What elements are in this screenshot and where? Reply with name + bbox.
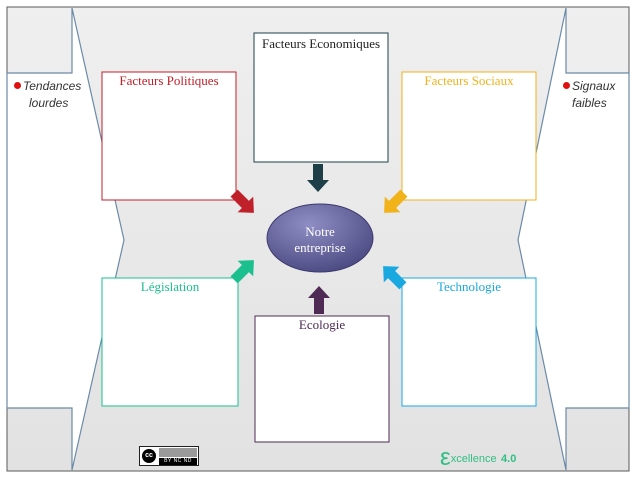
arrow-economiques (307, 164, 329, 192)
cc-license-badge: cc BY NC ND (139, 446, 199, 466)
center-ellipse (266, 203, 374, 273)
center-label-line2: entreprise (294, 240, 346, 255)
cc-logo-icon: cc (142, 449, 156, 463)
brand-word: xcellence (450, 453, 497, 465)
label-facteurs-economiques: Facteurs Economiques (261, 36, 381, 51)
bullet-icon (14, 82, 21, 89)
arrow-technologie (383, 266, 407, 290)
box-technologie (401, 277, 537, 407)
brand-version: 4.0 (501, 453, 517, 465)
right-panel-line2: faibles (572, 96, 607, 110)
label-ecologie: Ecologie (298, 317, 346, 332)
left-panel-line2: lourdes (29, 96, 69, 110)
center-label-line1: Notre (305, 224, 335, 239)
arrow-sociaux (384, 189, 408, 213)
label-facteurs-sociaux: Facteurs Sociaux (424, 73, 514, 88)
label-technologie: Technologie (436, 279, 502, 294)
left-panel-line1: Tendances (23, 79, 82, 93)
brand-logo: εxcellence 4.0 (440, 446, 516, 470)
arrow-legislation (230, 260, 254, 284)
box-legislation (101, 277, 239, 407)
cc-terms: BY NC ND (159, 458, 197, 465)
brand-letter: ε (440, 444, 451, 471)
center-label: Notre entreprise (268, 224, 372, 256)
right-funnel (517, 7, 630, 471)
right-panel-line1: Signaux (572, 79, 616, 93)
arrow-ecologie (308, 286, 330, 314)
box-ecologie (254, 315, 390, 443)
box-facteurs-economiques (253, 32, 389, 163)
right-panel-label: Signaux faibles (563, 78, 615, 112)
label-facteurs-politiques: Facteurs Politiques (119, 73, 219, 88)
bullet-icon (563, 82, 570, 89)
box-facteurs-politiques (101, 71, 237, 201)
box-facteurs-sociaux (401, 71, 537, 201)
arrow-politiques (230, 189, 254, 213)
label-legislation: Législation (140, 279, 200, 294)
left-panel-label: Tendances lourdes (14, 78, 81, 112)
left-funnel (6, 7, 125, 471)
cc-icons-strip (159, 448, 197, 457)
